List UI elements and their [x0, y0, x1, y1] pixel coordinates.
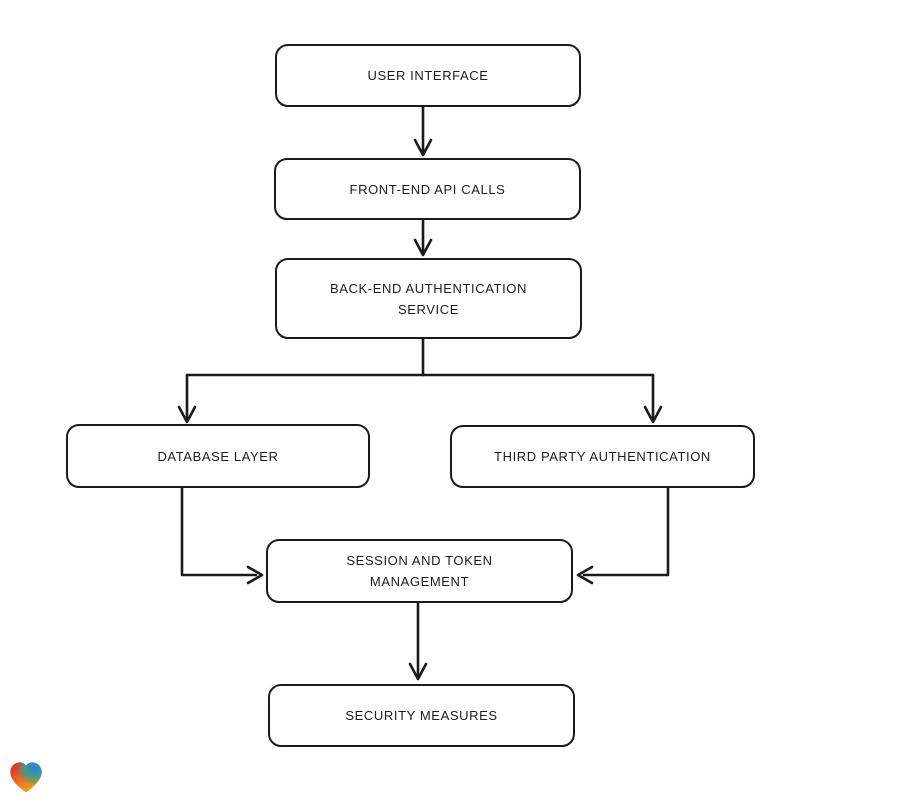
node-label: SECURITY MEASURES — [345, 708, 498, 723]
node-label: BACK-END AUTHENTICATION — [329, 280, 528, 296]
edge-branch-to-third-party-auth — [643, 373, 663, 424]
edge-database-layer-to-session-token-management — [180, 486, 264, 585]
node-label: SESSION AND TOKEN — [346, 553, 493, 568]
node-label: THIRD PARTY AUTHENTICATION — [494, 449, 711, 464]
edge-backend-auth-service-branch — [185, 337, 655, 377]
edge-third-party-auth-to-session-token-management — [576, 486, 670, 585]
node-database-layer: DATABASE LAYER — [66, 424, 370, 488]
arrowhead-left-icon — [576, 565, 594, 585]
arrowhead-down-icon — [177, 405, 197, 424]
node-label: SERVICE — [397, 301, 460, 317]
node-user-interface: USER INTERFACE — [275, 44, 581, 107]
node-security-measures: SECURITY MEASURES — [268, 684, 575, 747]
edge-frontend-api-calls-to-backend-auth-service — [413, 218, 433, 257]
node-frontend-api-calls: FRONT-END API CALLS — [274, 158, 581, 220]
arrowhead-down-icon — [643, 405, 663, 424]
edge-session-token-management-to-security-measures — [408, 601, 428, 681]
node-label: DATABASE LAYER — [157, 448, 279, 464]
node-label: FRONT-END API CALLS — [349, 181, 506, 197]
node-backend-auth-service: BACK-END AUTHENTICATION SERVICE — [275, 258, 582, 339]
arrowhead-right-icon — [246, 565, 264, 585]
node-label: USER INTERFACE — [367, 68, 489, 83]
arrowhead-down-icon — [408, 662, 428, 681]
arrowhead-down-icon — [413, 238, 433, 257]
heart-logo-icon[interactable] — [8, 759, 44, 795]
node-third-party-auth: THIRD PARTY AUTHENTICATION — [450, 425, 755, 488]
edge-branch-to-database-layer — [177, 373, 197, 424]
node-label: MANAGEMENT — [369, 574, 470, 589]
node-session-token-management: SESSION AND TOKEN MANAGEMENT — [266, 539, 573, 603]
arrowhead-down-icon — [413, 138, 433, 157]
edge-user-interface-to-frontend-api-calls — [413, 105, 433, 157]
